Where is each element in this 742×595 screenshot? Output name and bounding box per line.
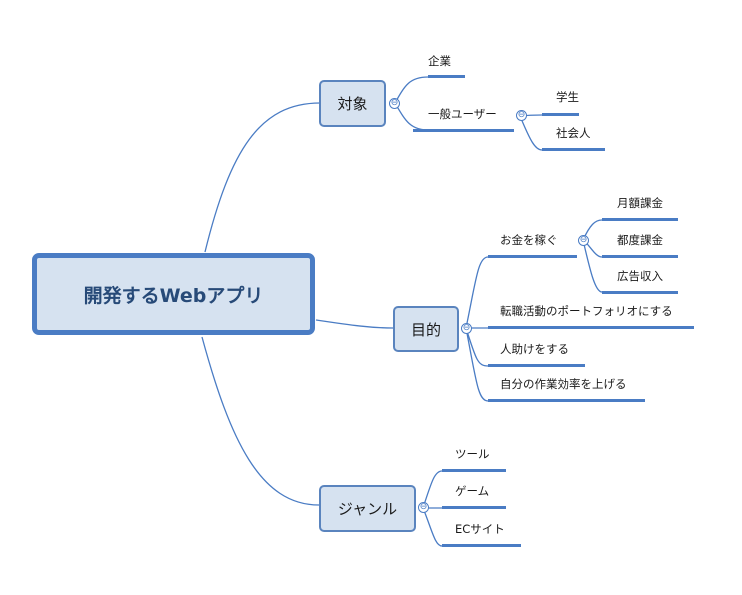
- leaf-underline: [542, 148, 605, 151]
- leaf-underline: [542, 113, 579, 116]
- branch-node-purpose[interactable]: 目的: [393, 306, 459, 352]
- leaf-underline: [442, 469, 506, 472]
- leaf-worker[interactable]: 社会人: [556, 126, 591, 140]
- branch-node-genre[interactable]: ジャンル: [319, 485, 416, 532]
- collapse-toggle-icon[interactable]: ⊖: [461, 323, 472, 334]
- leaf-company[interactable]: 企業: [428, 54, 451, 68]
- node-earn-money[interactable]: お金を稼ぐ: [500, 233, 558, 247]
- leaf-efficiency[interactable]: 自分の作業効率を上げる: [500, 377, 627, 391]
- leaf-underline: [488, 326, 694, 329]
- root-label: 開発するWebアプリ: [83, 284, 264, 307]
- collapse-toggle-icon[interactable]: ⊖: [516, 110, 527, 121]
- leaf-game[interactable]: ゲーム: [455, 484, 490, 498]
- branch-node-target[interactable]: 対象: [319, 80, 386, 127]
- leaf-underline: [488, 255, 577, 258]
- leaf-underline: [602, 218, 678, 221]
- branch-label-genre: ジャンル: [337, 500, 398, 518]
- leaf-underline: [413, 129, 514, 132]
- collapse-toggle-icon[interactable]: ⊖: [418, 502, 429, 513]
- leaf-tool[interactable]: ツール: [455, 447, 490, 461]
- leaf-ec-site[interactable]: ECサイト: [455, 522, 505, 536]
- leaf-per-use[interactable]: 都度課金: [617, 233, 663, 247]
- leaf-ads[interactable]: 広告収入: [617, 269, 663, 283]
- leaf-underline: [488, 364, 585, 367]
- leaf-underline: [428, 75, 465, 78]
- leaf-student[interactable]: 学生: [556, 90, 579, 104]
- leaf-help[interactable]: 人助けをする: [500, 342, 569, 356]
- branch-label-purpose: 目的: [410, 320, 441, 339]
- node-general-user[interactable]: 一般ユーザー: [428, 107, 497, 121]
- collapse-toggle-icon[interactable]: ⊖: [389, 98, 400, 109]
- leaf-monthly[interactable]: 月額課金: [617, 196, 663, 210]
- leaf-underline: [602, 255, 678, 258]
- root-node[interactable]: 開発するWebアプリ: [32, 253, 315, 335]
- leaf-underline: [602, 291, 678, 294]
- leaf-underline: [442, 506, 506, 509]
- leaf-underline: [488, 399, 645, 402]
- leaf-underline: [442, 544, 521, 547]
- leaf-portfolio[interactable]: 転職活動のポートフォリオにする: [500, 304, 673, 318]
- collapse-toggle-icon[interactable]: ⊖: [578, 235, 589, 246]
- branch-label-target: 対象: [337, 95, 368, 113]
